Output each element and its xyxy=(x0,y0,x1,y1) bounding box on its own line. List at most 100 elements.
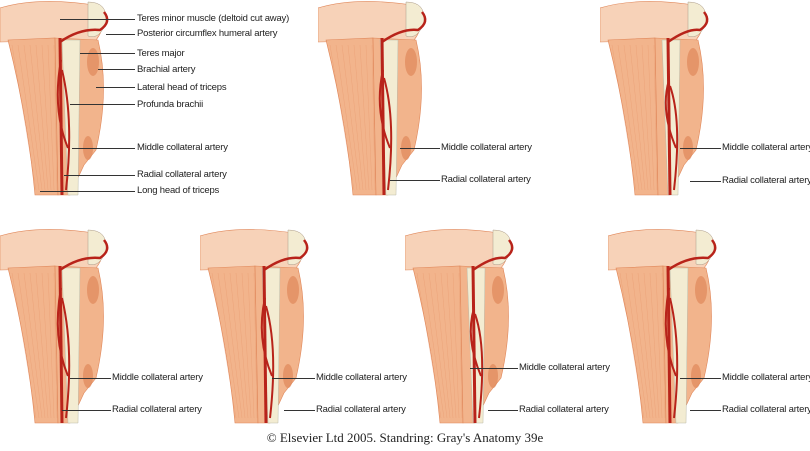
anconeus-muscle xyxy=(691,364,701,388)
posterior-circumflex-humeral-artery xyxy=(263,239,309,272)
muscle-fibre xyxy=(643,272,657,419)
label-radial-collateral: Radial collateral artery xyxy=(137,169,227,180)
deltoid-region xyxy=(200,229,304,271)
brachial-artery xyxy=(471,265,477,424)
muscle-fibre xyxy=(635,44,649,191)
muscle-fibre xyxy=(625,272,648,419)
deltoid-region xyxy=(405,229,509,271)
label-middle-collateral: Middle collateral artery xyxy=(519,362,610,373)
humeral-head xyxy=(405,1,425,37)
radial-collateral-artery xyxy=(383,77,393,191)
muscle-fibre xyxy=(611,44,637,191)
teres-minor-muscle xyxy=(87,48,99,76)
teres-minor-muscle xyxy=(695,276,707,304)
muscle-fibre xyxy=(653,44,658,191)
muscle-fibre xyxy=(428,272,448,419)
label-radial-collateral: Radial collateral artery xyxy=(722,404,810,415)
teres-minor-muscle xyxy=(687,48,699,76)
label-profunda-brachii: Profunda brachii xyxy=(137,99,203,110)
muscle-fibre xyxy=(617,44,640,191)
arm-illustration-7 xyxy=(608,229,717,424)
label-radial-collateral: Radial collateral artery xyxy=(519,404,609,415)
muscle-fibre xyxy=(247,272,255,419)
radial-collateral-artery xyxy=(669,297,679,419)
muscle-fibre xyxy=(41,272,52,419)
brachial-artery xyxy=(380,37,386,196)
posterior-circumflex-humeral-artery xyxy=(59,239,109,272)
muscle-fibre xyxy=(446,272,457,419)
muscle-fibre xyxy=(365,44,373,191)
muscle-fibre xyxy=(434,272,451,419)
copyright-footer: © Elsevier Ltd 2005. Standring: Gray's A… xyxy=(266,430,544,445)
muscle-fibre xyxy=(217,272,240,419)
deltoid-region xyxy=(318,1,422,43)
label-middle-collateral: Middle collateral artery xyxy=(137,142,228,153)
humeral-head xyxy=(695,229,715,265)
label-posterior-circumflex: Posterior circumflex humeral artery xyxy=(137,28,278,39)
muscle-fibre xyxy=(637,272,654,419)
label-middle-collateral: Middle collateral artery xyxy=(722,372,810,383)
muscle-fibre xyxy=(53,272,58,419)
arm-illustration-5 xyxy=(200,229,309,424)
muscle-fibre xyxy=(35,272,49,419)
label-radial-collateral: Radial collateral artery xyxy=(722,175,810,186)
arm-illustration-6 xyxy=(405,229,514,424)
humeral-head xyxy=(87,229,107,265)
muscle-fibre xyxy=(29,272,46,419)
muscle-fibre xyxy=(29,44,46,191)
middle-collateral-artery xyxy=(664,79,677,149)
label-middle-collateral: Middle collateral artery xyxy=(316,372,407,383)
muscle-fibre xyxy=(23,272,43,419)
humerus xyxy=(466,267,486,424)
muscle-fibre xyxy=(452,272,460,419)
muscle-fibre xyxy=(41,44,52,191)
humerus xyxy=(661,39,681,196)
muscle-fibre xyxy=(211,272,237,419)
posterior-circumflex-humeral-artery xyxy=(381,11,427,44)
muscle-fibre xyxy=(641,44,652,191)
muscle-fibre xyxy=(422,272,445,419)
muscle-fibre xyxy=(341,44,361,191)
label-radial-collateral: Radial collateral artery xyxy=(441,174,531,185)
muscle-fibre xyxy=(440,272,454,419)
muscle-fibre xyxy=(623,44,643,191)
muscle-fibre xyxy=(253,272,258,419)
deltoid-region xyxy=(0,1,104,43)
muscle-fibre xyxy=(619,272,645,419)
arm-illustration-2 xyxy=(318,1,427,196)
muscle-fibre xyxy=(359,44,370,191)
teres-minor-muscle xyxy=(287,276,299,304)
muscle-fibre xyxy=(235,272,249,419)
label-radial-collateral: Radial collateral artery xyxy=(112,404,202,415)
muscle-fibre xyxy=(649,272,660,419)
muscle-fibre xyxy=(223,272,243,419)
muscle-fibre xyxy=(11,44,37,191)
arm-illustration-3 xyxy=(600,1,709,196)
muscle-fibre xyxy=(23,44,43,191)
radial-collateral-artery xyxy=(669,85,679,191)
muscle-fibre xyxy=(35,44,49,191)
label-middle-collateral: Middle collateral artery xyxy=(722,142,810,153)
label-radial-collateral: Radial collateral artery xyxy=(316,404,406,415)
brachial-artery xyxy=(262,265,268,424)
label-teres-major: Teres major xyxy=(137,48,185,59)
middle-collateral-artery xyxy=(260,297,273,377)
middle-collateral-artery xyxy=(378,69,391,149)
radial-collateral-artery xyxy=(61,69,71,191)
muscle-fibre xyxy=(371,44,376,191)
muscle-fibre xyxy=(17,272,40,419)
radial-collateral-artery xyxy=(265,305,275,419)
teres-minor-muscle xyxy=(405,48,417,76)
middle-collateral-artery xyxy=(56,59,69,149)
label-brachial-artery: Brachial artery xyxy=(137,64,196,75)
posterior-circumflex-humeral-artery xyxy=(667,11,709,44)
anconeus-muscle xyxy=(83,364,93,388)
label-middle-collateral: Middle collateral artery xyxy=(112,372,203,383)
radial-collateral-artery xyxy=(61,297,71,419)
muscle-fibre xyxy=(655,272,663,419)
arm-illustration-4 xyxy=(0,229,109,424)
muscle-fibre xyxy=(629,44,646,191)
brachial-artery xyxy=(666,37,672,196)
posterior-circumflex-humeral-artery xyxy=(472,239,514,272)
